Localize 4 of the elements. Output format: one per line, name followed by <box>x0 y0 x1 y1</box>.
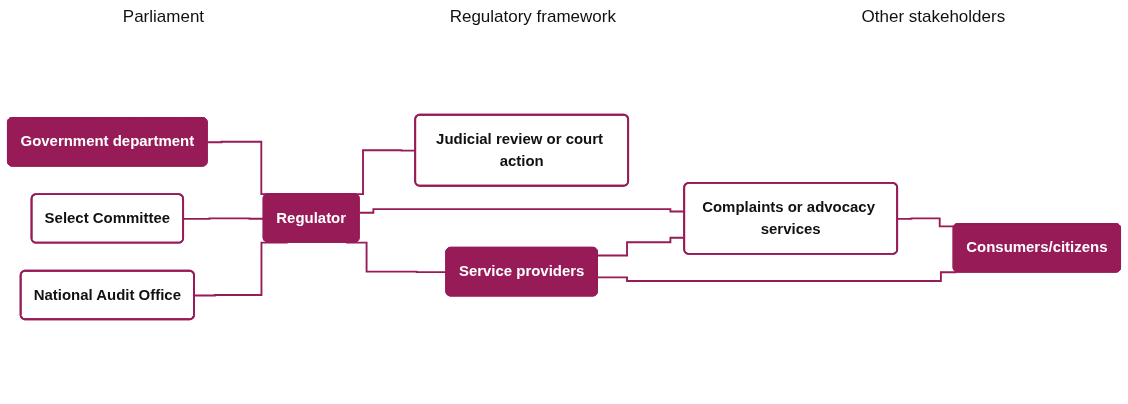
column-heading: Parliament <box>122 7 205 27</box>
connector <box>597 271 958 282</box>
column-heading: Other stakeholders <box>861 7 1006 27</box>
column-heading: Regulatory framework <box>449 7 616 27</box>
